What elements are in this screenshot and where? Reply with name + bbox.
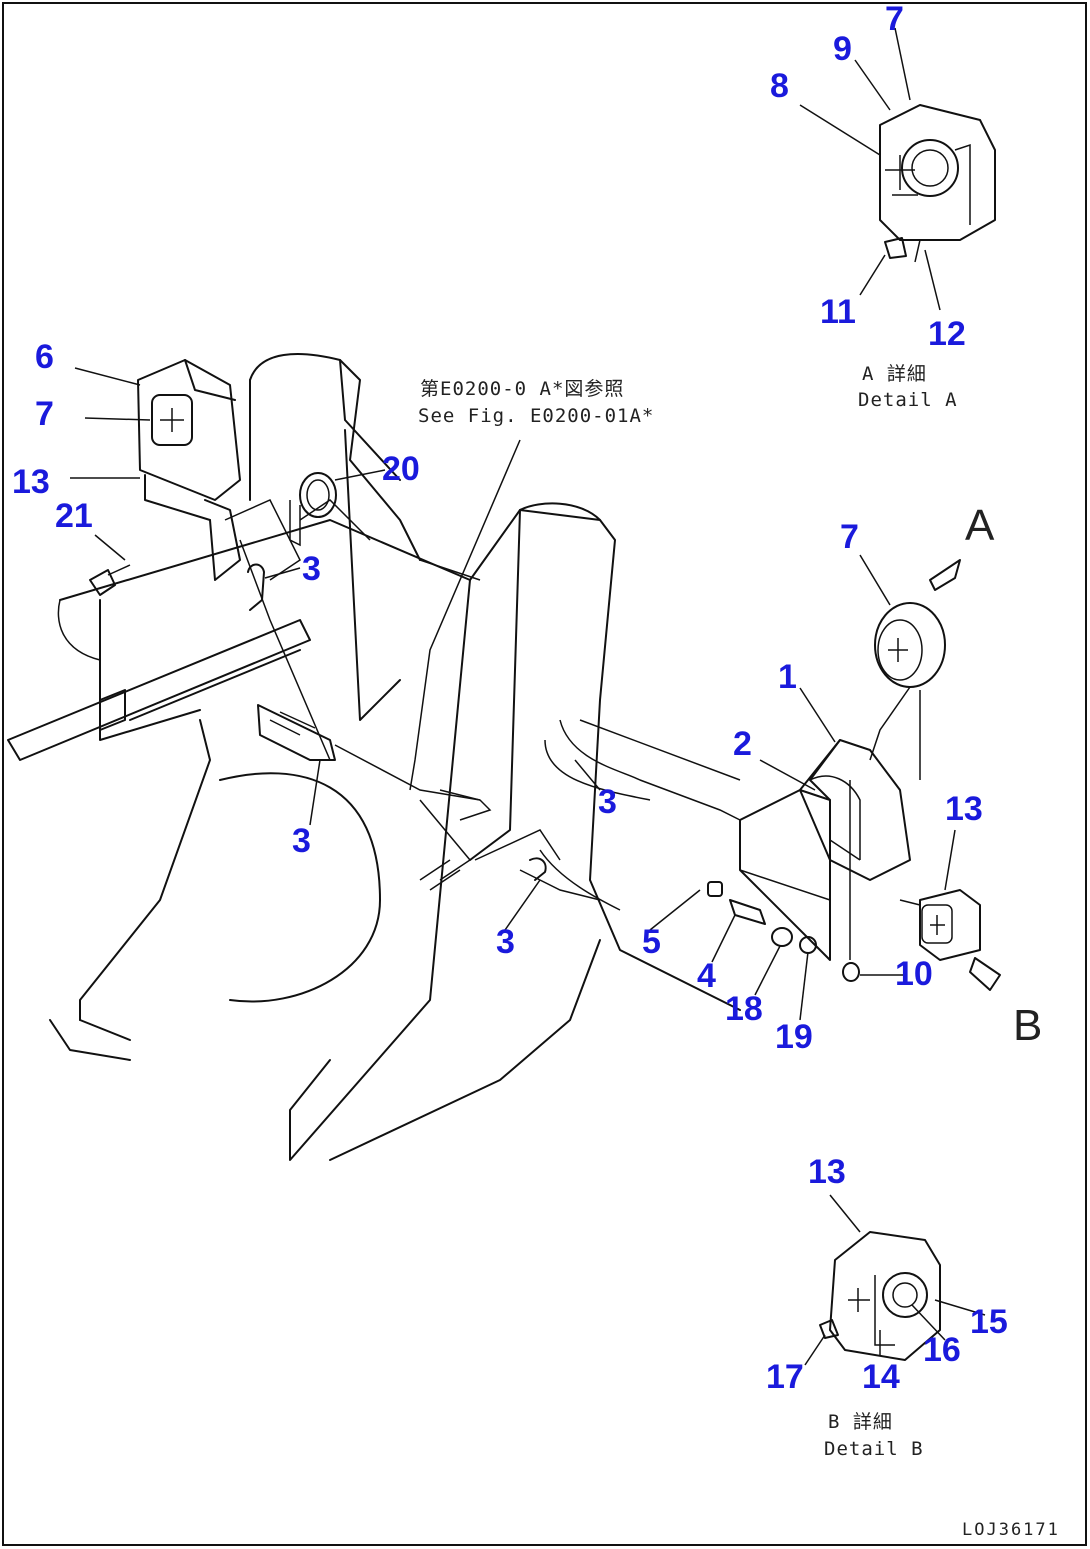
callout-3: 3 bbox=[496, 923, 515, 961]
callout-4: 4 bbox=[697, 957, 716, 995]
detail-b-label-jp: B 詳細 bbox=[828, 1411, 893, 1433]
callout-14: 14 bbox=[862, 1358, 900, 1396]
callout-17: 17 bbox=[766, 1358, 804, 1396]
callout-6: 6 bbox=[35, 338, 54, 376]
callout-15: 15 bbox=[970, 1303, 1008, 1341]
callout-21: 21 bbox=[55, 497, 93, 535]
callout-9: 9 bbox=[833, 30, 852, 68]
callout-12: 12 bbox=[928, 315, 966, 353]
detail-a-drawing bbox=[879, 104, 996, 263]
callout-7: 7 bbox=[35, 395, 54, 433]
callout-numbers: 1 2 3 3 3 3 4 5 6 7 7 7 8 9 10 11 12 13 … bbox=[12, 0, 1008, 1396]
callout-1: 1 bbox=[778, 658, 797, 696]
reference-note-en: See Fig. E0200-01A* bbox=[418, 405, 654, 427]
callout-5: 5 bbox=[642, 923, 661, 961]
view-b-label: B bbox=[1013, 1001, 1042, 1050]
view-a-label: A bbox=[965, 501, 995, 550]
callout-13: 13 bbox=[808, 1153, 846, 1191]
callout-10: 10 bbox=[895, 955, 933, 993]
callout-2: 2 bbox=[733, 725, 752, 763]
callout-8: 8 bbox=[770, 67, 789, 105]
callout-20: 20 bbox=[382, 450, 420, 488]
callout-19: 19 bbox=[775, 1018, 813, 1056]
callout-13: 13 bbox=[12, 463, 50, 501]
callout-3: 3 bbox=[292, 822, 311, 860]
callout-7: 7 bbox=[840, 518, 859, 556]
text-notes: 第E0200-0 A*図参照 See Fig. E0200-01A* A 詳細 … bbox=[418, 363, 1060, 1540]
callout-18: 18 bbox=[725, 990, 763, 1028]
callout-16: 16 bbox=[923, 1331, 961, 1369]
callout-3: 3 bbox=[598, 783, 617, 821]
reference-note-jp: 第E0200-0 A*図参照 bbox=[420, 378, 624, 400]
callout-11: 11 bbox=[820, 293, 856, 331]
detail-a-label-jp: A 詳細 bbox=[862, 363, 927, 385]
callout-7: 7 bbox=[885, 0, 904, 38]
callout-3: 3 bbox=[302, 550, 321, 588]
drawing-code: LOJ36171 bbox=[962, 1520, 1060, 1540]
leader-lines bbox=[70, 27, 986, 1366]
callout-13: 13 bbox=[945, 790, 983, 828]
detail-b-drawing bbox=[819, 1231, 941, 1361]
detail-a-label-en: Detail A bbox=[858, 389, 958, 411]
machine-frame-drawing bbox=[7, 353, 1001, 1161]
detail-b-label-en: Detail B bbox=[824, 1438, 924, 1460]
